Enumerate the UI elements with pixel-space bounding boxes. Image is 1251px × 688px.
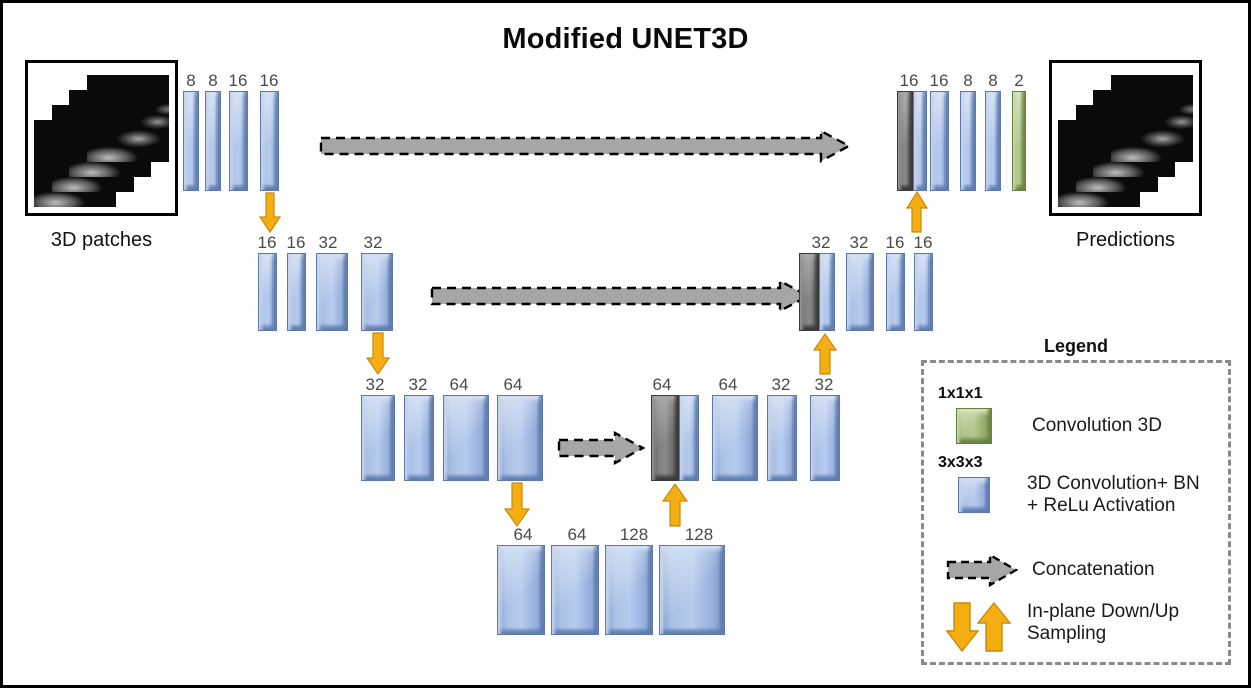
concatenation-arrow: [319, 128, 852, 164]
conv-block: [361, 253, 393, 331]
block-label: 64: [718, 375, 738, 394]
concat-skip-block: [651, 395, 679, 481]
page-title: Modified UNET3D: [502, 23, 749, 55]
block-label: 16: [257, 233, 277, 252]
conv-block: [819, 253, 835, 331]
legend-title: Legend: [1043, 336, 1108, 356]
block-label: 16: [929, 71, 949, 90]
conv-block: [183, 91, 199, 191]
output-conv-block: [1012, 91, 1026, 191]
concat-skip-block: [897, 91, 913, 191]
block-label: 16: [259, 71, 279, 90]
block-label: 128: [684, 525, 714, 544]
block-label: 32: [849, 233, 869, 252]
conv-block: [551, 545, 599, 635]
block-label: 16: [228, 71, 248, 90]
block-label: 16: [899, 71, 919, 90]
block-label: 2: [1014, 71, 1024, 90]
input-image-panel: [25, 60, 178, 216]
block-label: 64: [513, 525, 533, 544]
output-image-panel: [1049, 60, 1202, 216]
conv-block: [205, 91, 221, 191]
upsample-arrow: [661, 482, 689, 527]
conv-block: [659, 545, 725, 635]
block-label: 128: [619, 525, 649, 544]
block-label: 64: [652, 375, 672, 394]
legend-box: 1x1x1 Convolution 3D 3x3x3 3D Convolutio…: [921, 360, 1231, 665]
block-label: 64: [567, 525, 587, 544]
conv-block: [316, 253, 348, 331]
concatenation-arrow: [430, 278, 811, 314]
downsample-arrow: [258, 192, 282, 234]
conv-block: [229, 91, 248, 191]
block-label: 32: [814, 375, 834, 394]
conv-block: [497, 545, 545, 635]
green-conv-block-icon: [956, 408, 992, 444]
conv-block: [443, 395, 489, 481]
block-label: 8: [988, 71, 998, 90]
input-image-caption: 3D patches: [50, 229, 153, 251]
blue-conv-block-icon: [958, 477, 990, 513]
conv-block: [404, 395, 434, 481]
block-label: 32: [811, 233, 831, 252]
legend-item-text: Concatenation: [1032, 559, 1155, 580]
downsample-arrow: [365, 332, 391, 376]
conv-block: [712, 395, 758, 481]
legend-item-text: 3D Convolution+ BN + ReLu Activation: [1027, 473, 1200, 517]
conv-block: [913, 91, 927, 191]
conv-block: [886, 253, 905, 331]
block-label: 8: [963, 71, 973, 90]
block-label: 16: [913, 233, 933, 252]
upsample-arrow: [905, 190, 929, 233]
conv-block: [767, 395, 797, 481]
conv-block: [361, 395, 395, 481]
conv-block: [260, 91, 279, 191]
conv-block: [985, 91, 1001, 191]
conv-block: [679, 395, 699, 481]
downsample-arrow: [503, 482, 531, 528]
block-label: 16: [885, 233, 905, 252]
block-label: 64: [449, 375, 469, 394]
block-label: 32: [408, 375, 428, 394]
block-label: 32: [771, 375, 791, 394]
output-image-caption: Predictions: [1076, 229, 1175, 251]
conv-block: [914, 253, 933, 331]
conv-block: [258, 253, 277, 331]
conv-block: [930, 91, 949, 191]
conv-block: [287, 253, 306, 331]
legend-kernel-label: 3x3x3: [938, 454, 983, 471]
block-label: 32: [363, 233, 383, 252]
upsample-arrow: [812, 332, 838, 375]
orange-down-up-arrows-icon: [945, 601, 1016, 658]
conv-block: [605, 545, 653, 635]
grey-dashed-arrow-icon: [946, 552, 1019, 593]
block-label: 32: [365, 375, 385, 394]
conv-block: [810, 395, 840, 481]
block-label: 8: [186, 71, 196, 90]
concatenation-arrow: [557, 430, 646, 466]
legend-item-text: Convolution 3D: [1032, 415, 1162, 436]
mri-brain-slice-stack: [28, 63, 175, 213]
block-label: 16: [286, 233, 306, 252]
concat-skip-block: [799, 253, 819, 331]
block-label: 32: [318, 233, 338, 252]
block-label: 8: [208, 71, 218, 90]
legend-item-text: In-plane Down/Up Sampling: [1027, 601, 1180, 645]
legend-kernel-label: 1x1x1: [938, 385, 983, 402]
conv-block: [497, 395, 543, 481]
block-label: 64: [503, 375, 523, 394]
conv-block: [846, 253, 874, 331]
mri-brain-prediction-stack: [1052, 63, 1199, 213]
conv-block: [960, 91, 976, 191]
